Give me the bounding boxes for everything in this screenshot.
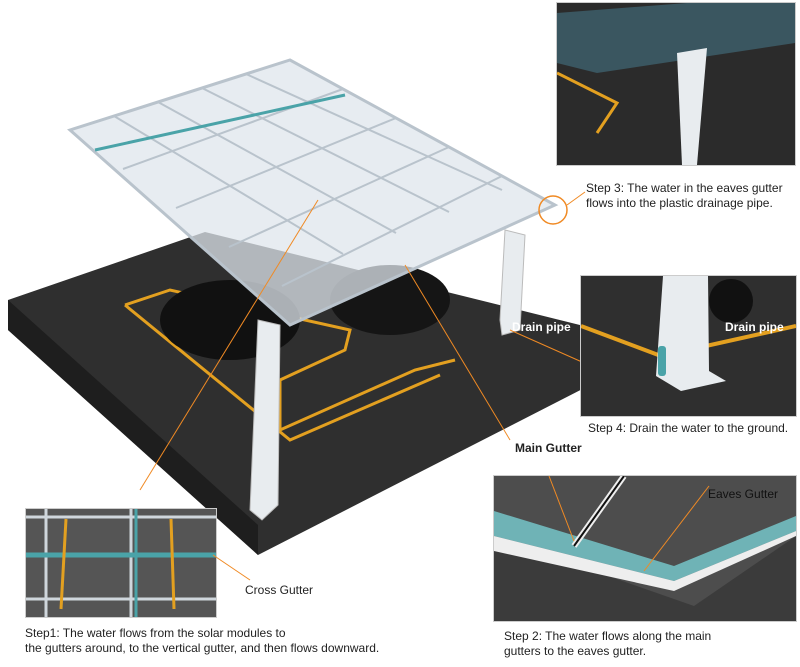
step2-line2: gutters to the eaves gutter. [504, 644, 647, 658]
pillar-back [499, 229, 526, 336]
drain-pipe-label-inset: Drain pipe [725, 320, 784, 334]
step1-line1: Step1: The water flows from the solar mo… [25, 626, 286, 640]
inset-drain-pipe-detail [580, 275, 797, 417]
main-gutter-label: Main Gutter [515, 441, 582, 455]
ground-slab-side [8, 300, 258, 555]
pillar-front [249, 319, 281, 521]
cross-gutter-label: Cross Gutter [245, 583, 314, 597]
step2-text: Step 2: The water flows along the main g… [504, 629, 711, 659]
step1-line2: the gutters around, to the vertical gutt… [25, 641, 380, 655]
callout-circle-eaves [538, 195, 568, 225]
eaves-gutter-label: Eaves Gutter [708, 487, 779, 501]
canopy-grid [113, 73, 503, 287]
step3-line2: flows into the plastic drainage pipe. [586, 196, 773, 210]
inset-cross-gutter-detail [25, 508, 217, 618]
inset-eaves-gutter-detail [556, 2, 796, 166]
inset-main-gutter-detail [493, 475, 797, 622]
cross-gutter-line [94, 93, 346, 152]
step3-line1: Step 3: The water in the eaves gutter [586, 181, 783, 195]
step1-text: Step1: The water flows from the solar mo… [25, 626, 379, 656]
solar-canopy [67, 58, 559, 327]
drain-pipe-label-main: Drain pipe [512, 320, 571, 334]
parking-lines [124, 303, 441, 442]
step2-line1: Step 2: The water flows along the main [504, 629, 712, 643]
step4-text: Step 4: Drain the water to the ground. [588, 421, 789, 435]
ground-slab [8, 232, 600, 555]
step3-text: Step 3: The water in the eaves gutter fl… [586, 181, 783, 211]
